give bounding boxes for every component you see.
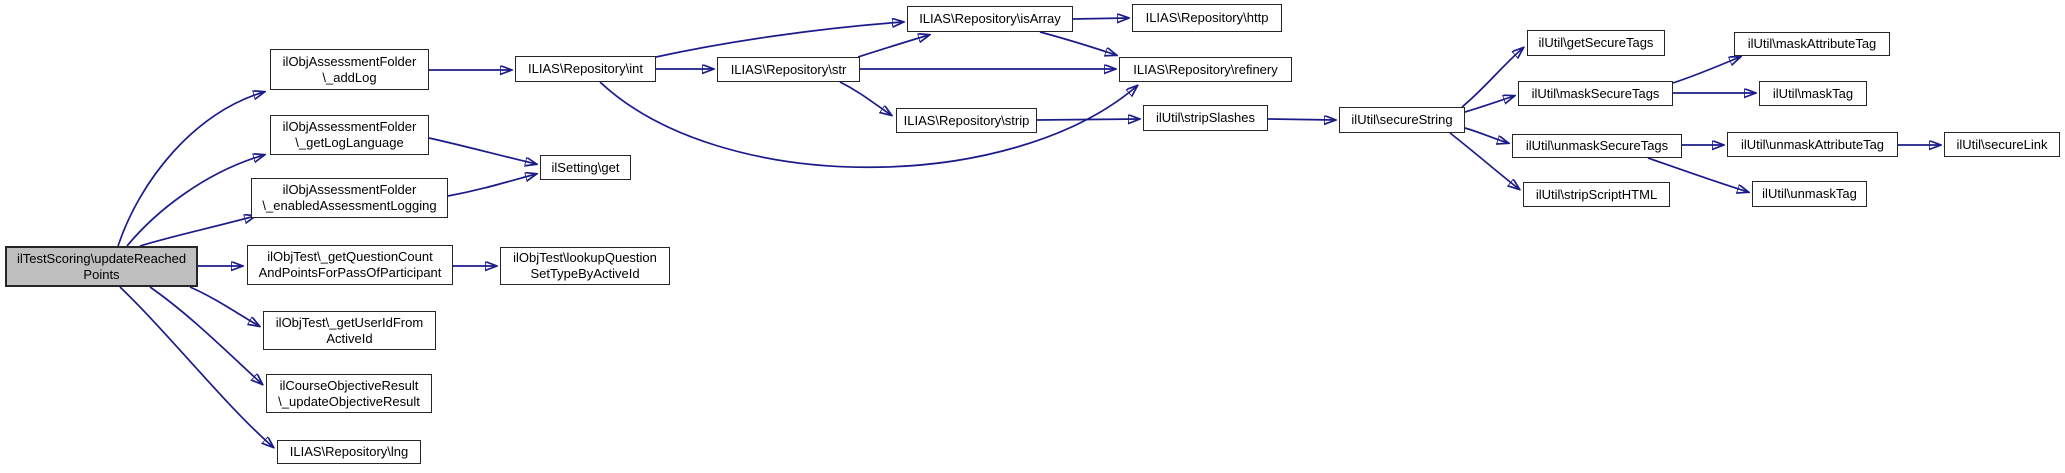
node-get-question-count-and-points[interactable]: ilObjTest\_getQuestionCount AndPointsFor… [247,245,453,285]
node-mask-attribute-tag[interactable]: ilUtil\maskAttributeTag [1734,32,1890,56]
edge-str-to-strip [839,81,891,115]
node-secure-link[interactable]: ilUtil\secureLink [1944,132,2060,157]
node-repository-is-array[interactable]: ILIAS\Repository\isArray [907,6,1073,32]
edge-secure-string-to-strip-script-html [1449,132,1519,189]
node-secure-string[interactable]: ilUtil\secureString [1339,107,1465,133]
edge-is-array-to-refinery [1039,31,1116,55]
node-repository-lng[interactable]: ILIAS\Repository\lng [277,440,421,464]
node-strip-slashes[interactable]: ilUtil\stripSlashes [1143,105,1268,131]
node-mask-tag[interactable]: ilUtil\maskTag [1759,81,1867,106]
edge-strip-slashes-to-secure-string [1267,119,1335,120]
edge-update-reached-points-to-get-user-id [189,286,259,326]
node-unmask-attribute-tag[interactable]: ilUtil\unmaskAttributeTag [1727,132,1898,157]
edge-int-to-is-array [655,22,903,58]
edge-enabled-assessment-logging-to-setting-get [447,174,536,197]
node-unmask-secure-tags[interactable]: ilUtil\unmaskSecureTags [1512,134,1682,158]
node-update-objective-result[interactable]: ilCourseObjectiveResult \_updateObjectiv… [266,374,432,413]
node-get-user-id-from-active-id[interactable]: ilObjTest\_getUserIdFrom ActiveId [263,311,436,350]
node-get-secure-tags[interactable]: ilUtil\getSecureTags [1527,30,1665,56]
edge-update-reached-points-to-add-log [117,92,264,247]
edge-unmask-secure-tags-to-unmask-tag [1647,157,1748,192]
node-repository-int[interactable]: ILIAS\Repository\int [515,56,656,82]
node-repository-strip[interactable]: ILIAS\Repository\strip [896,108,1037,133]
edge-mask-secure-tags-to-mask-attribute-tag [1672,57,1740,84]
edge-secure-string-to-unmask-secure-tags [1464,127,1508,143]
edge-secure-string-to-get-secure-tags [1461,48,1523,108]
node-lookup-question-set-type[interactable]: ilObjTest\lookupQuestion SetTypeByActive… [500,247,670,285]
edge-update-reached-points-to-enabled-assessment-logging [139,216,255,247]
edge-str-to-is-array [857,35,929,58]
node-ilsetting-get[interactable]: ilSetting\get [540,155,631,180]
node-repository-refinery[interactable]: ILIAS\Repository\refinery [1119,57,1292,82]
edge-is-array-to-http [1072,18,1128,19]
node-unmask-tag[interactable]: ilUtil\unmaskTag [1752,181,1867,207]
node-update-reached-points: ilTestScoring\updateReached Points [5,246,198,287]
edge-update-reached-points-to-get-log-language [126,155,264,247]
edge-int-to-refinery [599,81,1137,169]
edge-secure-string-to-mask-secure-tags [1464,96,1514,113]
edge-update-reached-points-to-update-objective-result [149,286,262,384]
edge-strip-to-strip-slashes [1036,119,1139,120]
edge-get-log-language-to-setting-get [428,137,536,164]
node-repository-str[interactable]: ILIAS\Repository\str [717,57,860,82]
node-strip-script-html[interactable]: ilUtil\stripScriptHTML [1523,182,1670,207]
node-repository-http[interactable]: ILIAS\Repository\http [1132,4,1282,32]
edge-update-reached-points-to-lng [119,286,273,447]
node-get-log-language[interactable]: ilObjAssessmentFolder \_getLogLanguage [270,115,429,155]
node-enabled-assessment-logging[interactable]: ilObjAssessmentFolder \_enabledAssessmen… [251,178,448,218]
node-add-log[interactable]: ilObjAssessmentFolder \_addLog [270,49,429,90]
node-mask-secure-tags[interactable]: ilUtil\maskSecureTags [1518,81,1673,106]
